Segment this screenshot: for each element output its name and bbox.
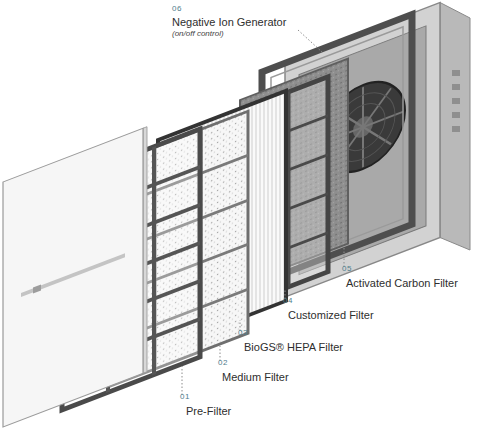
part-label: Activated Carbon Filter [346,277,458,289]
panel-edge [143,127,147,374]
part-label: Medium Filter [222,371,289,383]
control-button [452,112,460,118]
note-label: (on/off control) [172,30,224,39]
panel-face [3,128,143,427]
part-label: BioGS® HEPA Filter [244,341,343,353]
leader-lines [182,30,344,395]
leader-line [344,246,345,267]
callout-number: 04 [283,297,293,306]
callout-number: 02 [218,359,228,368]
leader-line [182,366,183,395]
leader-line [298,30,322,52]
part-label: Customized Filter [288,309,374,321]
callout-number: 01 [180,393,190,402]
control-button [452,70,460,76]
unit-side [440,3,470,251]
part-label: Pre-Filter [186,405,231,417]
control-button [452,98,460,104]
control-button [452,126,460,132]
callout-number: 06 [172,5,182,14]
callout-number: 05 [342,265,352,274]
panel-logo [33,284,41,293]
panel-slot [21,253,125,297]
callout-number: 03 [238,329,248,338]
control-button [452,84,460,90]
part-label: Negative Ion Generator [172,16,286,28]
front-panel [3,127,147,427]
